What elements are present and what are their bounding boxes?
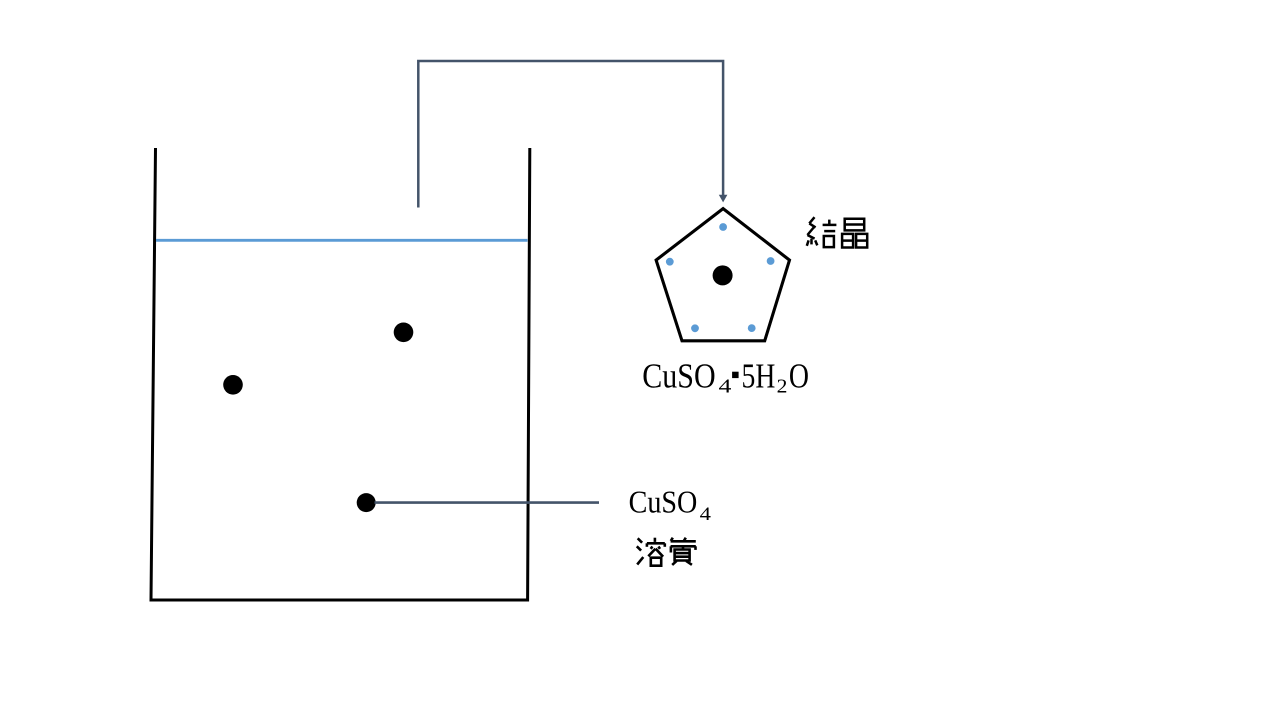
svg-text:4: 4 [719, 376, 732, 398]
svg-text:CuSO: CuSO [642, 357, 715, 396]
svg-text:O: O [789, 357, 809, 396]
svg-text:4: 4 [700, 504, 712, 525]
svg-text:5H: 5H [742, 357, 776, 396]
svg-text:CuSO: CuSO [629, 483, 698, 519]
svg-text:2: 2 [777, 376, 788, 398]
